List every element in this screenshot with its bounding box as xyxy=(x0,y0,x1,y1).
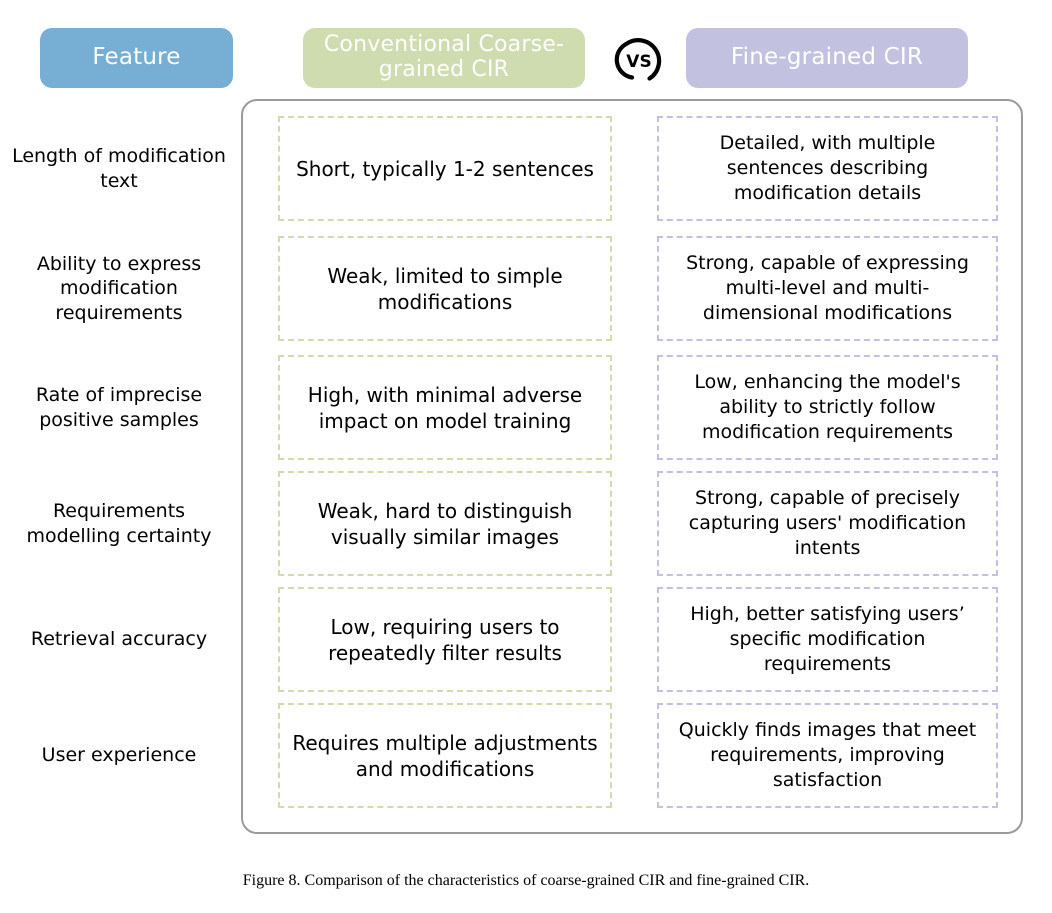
row-feature-label: User experience xyxy=(41,744,197,767)
row-coarse-cell: Short, typically 1-2 sentences xyxy=(278,116,612,221)
vs-icon: VS xyxy=(613,36,665,85)
row-coarse-cell: Weak, limited to simple modifications xyxy=(278,236,612,341)
row-coarse-cell: Weak, hard to distinguish visually simil… xyxy=(278,471,612,576)
header-feature-label: Feature xyxy=(92,44,181,71)
header-row: Feature Conventional Coarse-grained CIR … xyxy=(0,0,1052,100)
table-row: Rate of imprecise positive samples High,… xyxy=(0,355,1052,460)
row-feature-label: Retrieval accuracy xyxy=(30,628,208,651)
row-coarse-cell: High, with minimal adverse impact on mod… xyxy=(278,355,612,460)
row-fine-cell: Strong, capable of precisely capturing u… xyxy=(657,471,998,576)
row-fine-cell: Detailed, with multiple sentences descri… xyxy=(657,116,998,221)
figure-caption: Figure 8. Comparison of the characterist… xyxy=(242,872,810,889)
header-feature-box: Feature xyxy=(40,28,233,88)
table-row: User experience Requires multiple adjust… xyxy=(0,703,1052,808)
table-row: Ability to express modification requirem… xyxy=(0,236,1052,341)
comparison-table-container xyxy=(241,99,1023,834)
row-feature-label: Rate of imprecise positive samples xyxy=(35,384,203,431)
header-coarse-grained-box: Conventional Coarse-grained CIR xyxy=(303,28,585,88)
header-fine-grained-box: Fine-grained CIR xyxy=(686,28,968,88)
row-feature-label: Length of modification text xyxy=(12,145,226,192)
svg-text:VS: VS xyxy=(626,52,651,72)
row-fine-cell: Quickly finds images that meet requireme… xyxy=(657,703,998,808)
row-fine-cell: High, better satisfying users’ specific … xyxy=(657,587,998,692)
table-row: Retrieval accuracy Low, requiring users … xyxy=(0,587,1052,692)
table-row: Requirements modelling certainty Weak, h… xyxy=(0,471,1052,576)
comparison-rows: Length of modification text Short, typic… xyxy=(0,99,1052,834)
row-coarse-cell: Low, requiring users to repeatedly filte… xyxy=(278,587,612,692)
row-fine-cell: Strong, capable of expressing multi-leve… xyxy=(657,236,998,341)
row-feature-label: Requirements modelling certainty xyxy=(26,500,212,547)
row-fine-cell: Low, enhancing the model's ability to st… xyxy=(657,355,998,460)
table-row: Length of modification text Short, typic… xyxy=(0,116,1052,221)
row-feature-label: Ability to express modification requirem… xyxy=(36,253,202,324)
row-coarse-cell: Requires multiple adjustments and modifi… xyxy=(278,703,612,808)
header-fine-grained-label: Fine-grained CIR xyxy=(730,44,924,71)
header-coarse-grained-label: Conventional Coarse-grained CIR xyxy=(323,32,565,82)
